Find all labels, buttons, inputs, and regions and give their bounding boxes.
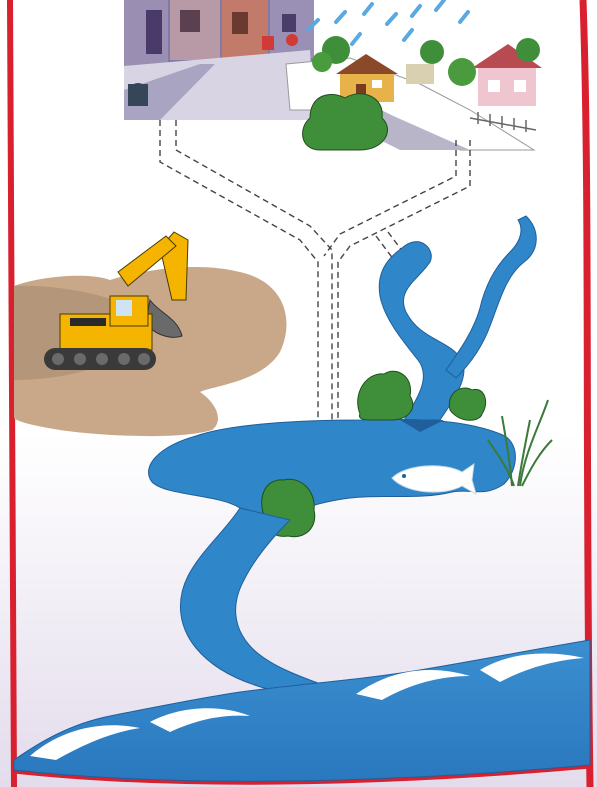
city-street-icon bbox=[124, 0, 314, 120]
